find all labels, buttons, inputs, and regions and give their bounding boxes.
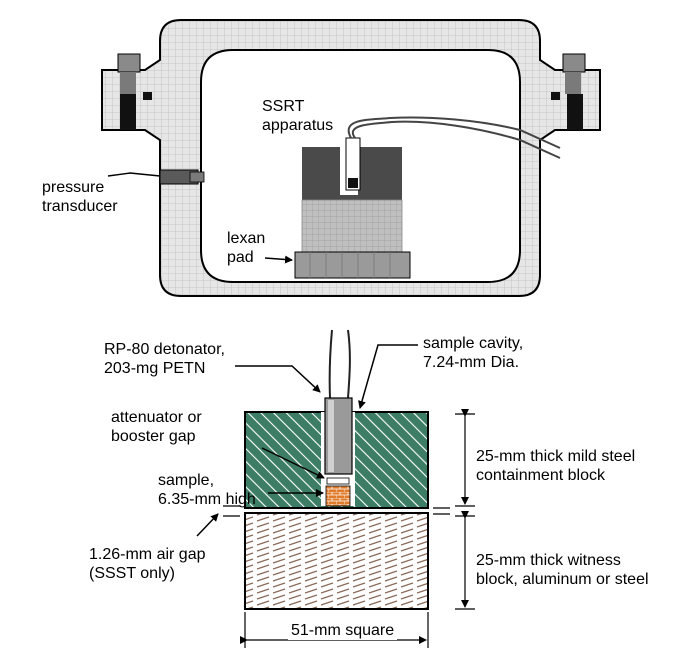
ssrt-apparatus-label-line-1: SSRT bbox=[262, 98, 305, 115]
lexan-pad bbox=[294, 251, 411, 279]
pressure-transducer bbox=[107, 169, 205, 185]
air-gap-marks bbox=[223, 505, 450, 517]
ssrt-apparatus bbox=[301, 116, 561, 253]
right-flange-bolt bbox=[551, 53, 586, 130]
left-flange-bolt bbox=[117, 53, 152, 130]
witness-height-dimension bbox=[455, 511, 475, 610]
lexan-pad-label-line-2: pad bbox=[227, 249, 254, 266]
sample-cavity-label: sample cavity, 7.24-mm Dia. bbox=[423, 334, 523, 372]
pressure-transducer-label: pressure transducer bbox=[42, 178, 118, 216]
sample bbox=[325, 485, 351, 507]
sample-cavity-label-line-1: sample cavity, bbox=[423, 335, 524, 352]
sample-cavity-label-line-2: 7.24-mm Dia. bbox=[423, 354, 520, 371]
witness-block-label: 25-mm thick witness block, aluminum or s… bbox=[476, 551, 649, 589]
containment-block-label: 25-mm thick mild steel containment block bbox=[476, 447, 635, 485]
witness-block bbox=[244, 512, 429, 610]
containment-block-label-line-2: containment block bbox=[476, 467, 605, 484]
ssrt-apparatus-label: SSRT apparatus bbox=[262, 97, 333, 135]
width-dimension bbox=[240, 612, 429, 648]
lexan-pad-label: lexan pad bbox=[227, 229, 265, 267]
air-gap-label: 1.26-mm air gap (SSST only) bbox=[89, 545, 206, 583]
pressure-transducer-label-line-1: pressure bbox=[42, 179, 105, 196]
width-label: 51-mm square bbox=[288, 621, 398, 640]
cavity-leader-arrow bbox=[358, 344, 418, 409]
sample-label-line-2: 6.35-mm high bbox=[158, 491, 256, 508]
pressure-transducer-label-line-2: transducer bbox=[42, 198, 118, 215]
air-gap-label-line-1: 1.26-mm air gap bbox=[89, 546, 206, 563]
lexan-pad-label-line-1: lexan bbox=[227, 230, 266, 247]
attenuator-label-line-1: attenuator or bbox=[111, 409, 202, 426]
attenuator-label: attenuator or booster gap bbox=[111, 408, 202, 446]
attenuator-leader-arrow bbox=[261, 447, 325, 479]
detonator-leads bbox=[328, 329, 351, 399]
air-gap-leader-arrow bbox=[196, 513, 219, 537]
air-gap-label-line-2: (SSST only) bbox=[89, 565, 175, 582]
detonator-label-line-2: 203-mg PETN bbox=[104, 360, 206, 377]
attenuator-label-line-2: booster gap bbox=[111, 428, 196, 445]
containment-height-dimension bbox=[455, 409, 475, 507]
detonator-label-line-1: RP-80 detonator, bbox=[104, 341, 225, 358]
attenuator bbox=[326, 477, 350, 485]
witness-block-label-line-2: block, aluminum or steel bbox=[476, 571, 649, 588]
lexan-arrow bbox=[264, 255, 293, 264]
detonator-leader-arrow bbox=[235, 365, 321, 393]
containment-block-label-line-1: 25-mm thick mild steel bbox=[476, 448, 636, 465]
ssrt-apparatus-label-line-2: apparatus bbox=[262, 117, 334, 134]
sample-label: sample, 6.35-mm high bbox=[158, 471, 256, 509]
detonator-label: RP-80 detonator, 203-mg PETN bbox=[104, 340, 225, 378]
sample-label-line-1: sample, bbox=[158, 472, 215, 489]
pressure-vessel bbox=[101, 19, 601, 297]
rp80-detonator bbox=[324, 397, 353, 475]
witness-block-label-line-1: 25-mm thick witness bbox=[476, 552, 621, 569]
